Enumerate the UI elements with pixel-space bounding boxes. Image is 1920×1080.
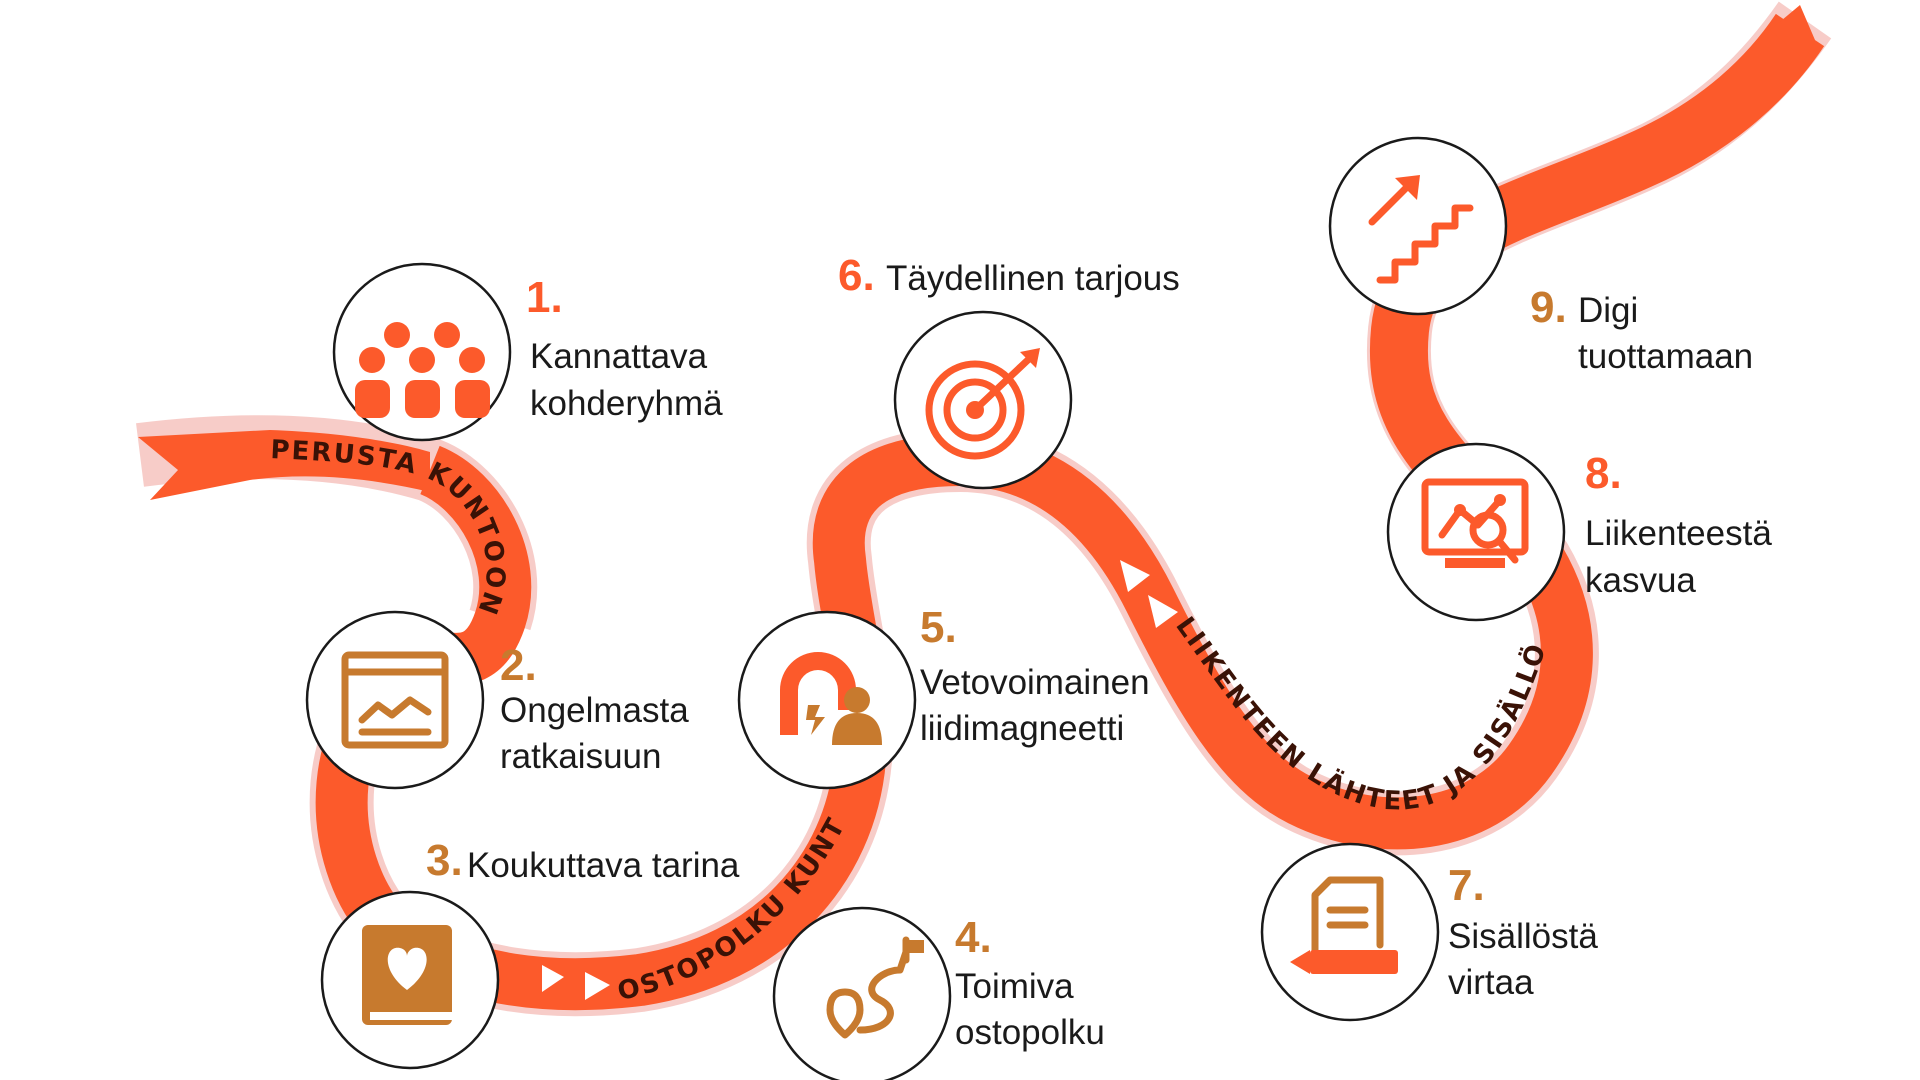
target-arrow-icon	[925, 348, 1040, 460]
step-6: 6. Täydellinen tarjous	[838, 251, 1180, 490]
step-5-line-1: Vetovoimainen	[920, 663, 1150, 702]
road-chevrons	[542, 560, 1178, 1000]
magnet-user-icon	[780, 652, 882, 745]
document-pencil-icon	[1290, 876, 1398, 974]
step-6-number: 6.	[838, 251, 875, 300]
step-9-line-1: Digi	[1578, 291, 1638, 330]
step-1-line-2: kohderyhmä	[530, 384, 723, 423]
step-4: 4. Toimiva ostopolku	[772, 906, 1105, 1080]
chevron-mark	[542, 965, 564, 992]
step-5-line-2: liidimagneetti	[920, 709, 1124, 748]
step-8-line-2: kasvua	[1585, 561, 1696, 600]
step-5-circle	[737, 610, 917, 790]
step-8-line-1: Liikenteestä	[1585, 514, 1772, 553]
step-3-number: 3.	[426, 836, 463, 885]
step-9-line-2: tuottamaan	[1578, 337, 1753, 376]
step-8: 8. Liikenteestä kasvua	[1386, 442, 1772, 622]
road-tail	[138, 430, 430, 500]
step-3: 3. Koukuttava tarina	[320, 836, 740, 1070]
browser-chart-icon	[341, 651, 449, 749]
step-1-number: 1.	[526, 273, 563, 322]
step-7-line-1: Sisällöstä	[1448, 917, 1598, 956]
step-6-line-1: Täydellinen tarjous	[886, 259, 1180, 298]
step-7-line-2: virtaa	[1448, 963, 1534, 1002]
route-flag-icon	[826, 936, 924, 1039]
step-3-line-1: Koukuttava tarina	[467, 846, 740, 885]
chevron-mark	[1120, 560, 1150, 592]
step-5: 5. Vetovoimainen liidimagneetti	[737, 603, 1150, 790]
step-4-circle	[772, 906, 952, 1080]
analytics-monitor-icon	[1421, 478, 1529, 568]
step-7-number: 7.	[1448, 861, 1485, 910]
chevron-mark	[585, 972, 610, 1000]
step-9-circle	[1328, 136, 1508, 316]
step-1: 1. Kannattava kohderyhmä	[332, 262, 723, 442]
chevron-mark	[1148, 595, 1178, 628]
heart-book-icon	[362, 925, 452, 1025]
step-7: 7. Sisällöstä virtaa	[1260, 842, 1598, 1022]
road	[136, 1, 1832, 1017]
step-7-circle	[1260, 842, 1440, 1022]
step-2-number: 2.	[500, 641, 537, 690]
step-5-number: 5.	[920, 603, 957, 652]
step-9-number: 9.	[1530, 283, 1567, 332]
road-tip	[1770, 5, 1815, 60]
step-2-line-2: ratkaisuun	[500, 737, 661, 776]
step-2-circle	[305, 610, 485, 790]
people-group-icon	[355, 322, 490, 418]
growth-stairs-icon	[1368, 175, 1474, 284]
step-8-number: 8.	[1585, 449, 1622, 498]
step-4-line-1: Toimiva	[955, 967, 1074, 1006]
step-4-number: 4.	[955, 913, 992, 962]
step-4-line-2: ostopolku	[955, 1013, 1105, 1052]
step-2: 2. Ongelmasta ratkaisuun	[305, 610, 689, 790]
step-1-line-1: Kannattava	[530, 337, 708, 376]
step-9: 9. Digi tuottamaan	[1328, 136, 1753, 376]
step-2-line-1: Ongelmasta	[500, 691, 689, 730]
